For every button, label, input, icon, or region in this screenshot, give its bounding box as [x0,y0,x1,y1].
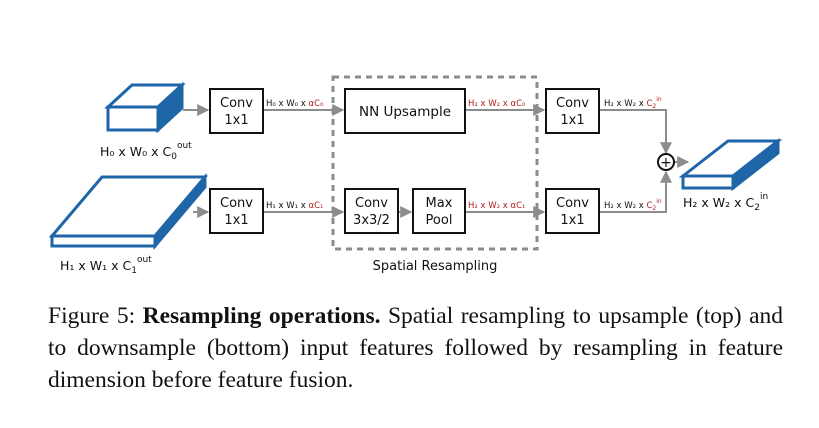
caption-prefix: Figure 5: [48,303,143,329]
conv-1x1-top-left [209,88,264,134]
conv-bottom-left-line1: Conv [220,196,253,211]
edge-top-3-label: H₂ x W₂ x C2in [604,96,662,110]
sum-symbol: + [660,155,672,171]
conv-strided-line2: 3x3/2 [353,213,390,228]
nn-upsample-box [344,88,466,134]
caption-text: Spatial resampling to upsample (top) and… [48,303,783,393]
input-tensor-bottom [48,172,209,251]
output-label: H₂ x W₂ x C2in [683,192,768,213]
conv-3x3-strided [344,188,399,234]
max-pool-line1: Max [426,196,453,211]
conv-top-left-line1: Conv [220,96,253,111]
arrow-bottom-3 [600,170,672,213]
conv-1x1-top-right [545,88,600,134]
caption-bold: Resampling operations. [142,303,381,329]
sum-node [657,153,675,171]
conv-strided-line1: Conv [355,196,388,211]
conv-bottom-right-line2: 1x1 [560,213,584,228]
conv-bottom-right-line1: Conv [556,196,589,211]
conv-top-right-line1: Conv [556,96,589,111]
conv-1x1-bottom-left [209,188,264,234]
input-tensor-top [104,81,186,134]
conv-top-left-line2: 1x1 [224,113,248,128]
conv-top-right-line2: 1x1 [560,113,584,128]
edge-bottom-1-label: H₁ x W₁ x αC₁ [266,201,323,211]
nn-upsample-label: NN Upsample [359,104,451,120]
arrow-top-3 [600,109,672,155]
edge-top-2-label: H₂ x W₂ x αC₀ [468,99,526,109]
figure-caption: Figure 5: Resampling operations. Spatial… [48,300,783,396]
resampling-diagram: Spatial Resampling H₀ x W₀ x C0out H₁ x … [48,75,783,276]
spatial-resampling-group [331,75,539,251]
edge-top-1-label: H₀ x W₀ x αC₀ [266,99,324,109]
max-pool-line2: Pool [426,213,453,228]
group-label: Spatial Resampling [373,259,498,274]
input-bottom-label: H₁ x W₁ x C1out [60,255,152,276]
input-top-label: H₀ x W₀ x C0out [100,141,192,162]
conv-bottom-left-line2: 1x1 [224,213,248,228]
edge-bottom-2-label: H₂ x W₂ x αC₁ [468,201,525,211]
conv-1x1-bottom-right [545,188,600,234]
output-tensor [678,137,783,192]
max-pool-box [412,188,466,234]
edge-bottom-3-label: H₂ x W₂ x C2in [604,198,662,212]
